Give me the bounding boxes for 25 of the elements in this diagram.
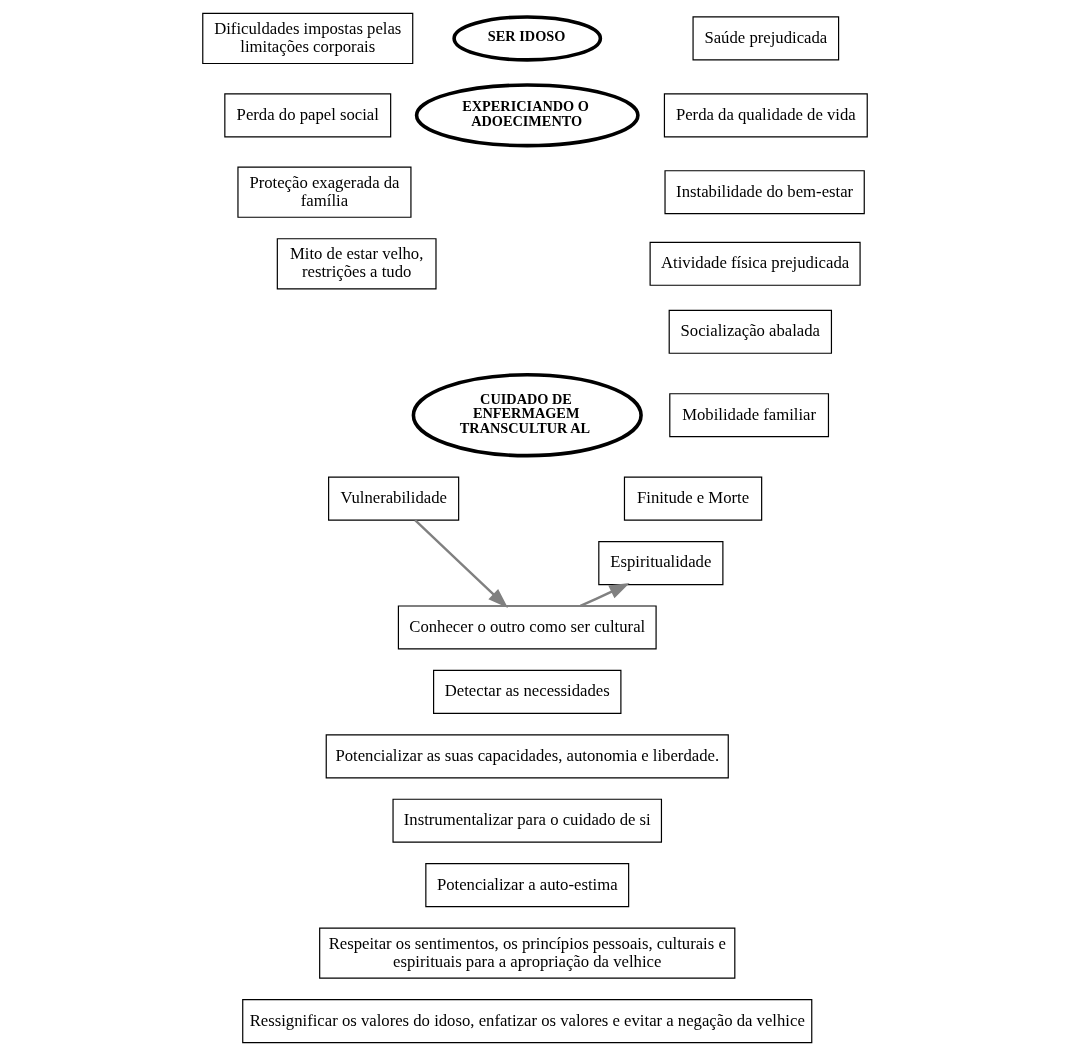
node-box: Dificuldades impostas pelas limitações corporais (201, 12, 413, 65)
arrow (579, 583, 630, 608)
node-box: Conhecer o outro como ser cultural (397, 605, 657, 650)
node-box: Socialização abalada (668, 309, 832, 354)
node-box: Respeitar os sentimentos, os princípios pessoais, culturais e espirituais para a apropriação da velhice (318, 927, 735, 979)
node-box: Instrumentalizar para o cuidado de si (391, 798, 662, 843)
node-box: Atividade física prejudicada (649, 241, 861, 286)
node-box: Ressignificar os valores do idoso, enfatizar os valores e evitar a negação da velhice (241, 999, 812, 1044)
node-box: Potencializar a auto-estima (424, 863, 629, 908)
node-box: Potencializar as suas capacidades, autonomia e liberdade. (325, 734, 729, 779)
node-box: Perda do papel social (223, 93, 391, 138)
node-box: Detectar as necessidades (432, 669, 621, 714)
node-box: Perda da qualidade de vida (663, 93, 868, 138)
node-box: Finitude e Morte (623, 476, 762, 521)
node-box: Proteção exagerada da família (236, 166, 412, 218)
node-box: Espiritualidade (597, 541, 723, 586)
node-box: Saúde prejudicada (691, 16, 839, 61)
arrow (413, 519, 508, 609)
node-ellipse: EXPERICIANDO O ADOECIMENTO (414, 83, 640, 148)
node-box: Vulnerabilidade (327, 476, 459, 521)
node-ellipse: SER IDOSO (451, 15, 602, 62)
node-ellipse: CUIDADO DE ENFERMAGEM TRANSCULTUR AL (411, 373, 643, 458)
node-box: Mito de estar velho, restrições a tudo (276, 238, 437, 290)
node-box: Instabilidade do bem-estar (663, 170, 865, 215)
node-box: Mobilidade familiar (668, 393, 829, 438)
